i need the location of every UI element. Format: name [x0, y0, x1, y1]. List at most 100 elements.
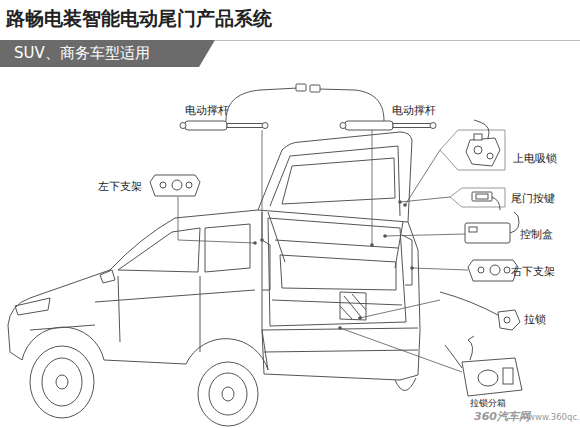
strut-part	[185, 121, 227, 130]
car-body	[118, 276, 120, 342]
leader-dot	[253, 200, 414, 330]
leader-dot	[370, 243, 374, 247]
strut-part	[318, 89, 384, 121]
car-body	[30, 325, 95, 330]
part-label: 控制盒	[520, 228, 553, 241]
car-body	[10, 212, 268, 370]
part-label: 电动撑杆	[185, 104, 229, 117]
car-body	[100, 270, 115, 283]
part-label: 尾门按键	[511, 192, 555, 205]
wheel	[222, 387, 234, 401]
part-label: 右下支架	[511, 265, 555, 278]
control-box-part	[469, 227, 477, 232]
part-label: 拉锁分箱	[470, 398, 506, 409]
car-rear	[268, 218, 406, 326]
pull-lock-part	[504, 317, 510, 323]
leader-line	[405, 150, 440, 205]
bracket-part	[186, 182, 192, 188]
car-rear	[262, 240, 270, 290]
leader-dot	[383, 234, 387, 238]
leader-line	[340, 328, 462, 372]
leader-dot	[253, 241, 257, 245]
bracket-part	[172, 180, 182, 190]
bracket-part	[490, 265, 500, 275]
car-body	[205, 224, 250, 272]
leader-dot	[403, 203, 407, 207]
leader-line	[178, 197, 255, 243]
car-rear	[340, 294, 366, 319]
watermark: 360汽车网	[474, 410, 530, 423]
wheel	[30, 346, 94, 418]
leader-line	[385, 234, 465, 236]
tailgate	[268, 212, 285, 262]
motor-box-part	[445, 336, 522, 396]
car-rear	[275, 240, 398, 248]
pull-lock-part	[498, 310, 520, 330]
strut-part	[262, 123, 268, 129]
wheel	[56, 375, 68, 389]
bracket-part	[468, 260, 518, 281]
pull-lock-part	[440, 292, 520, 330]
part-label: 电动撑杆	[392, 104, 436, 117]
callout-frame	[440, 130, 505, 170]
strut-part	[345, 121, 393, 130]
strut-part	[296, 84, 306, 91]
header-rule	[215, 40, 580, 41]
wheel	[209, 373, 247, 415]
car-body	[118, 228, 200, 272]
leader-dot	[358, 316, 362, 320]
motor-box-part	[445, 345, 462, 368]
bracket-part	[150, 175, 200, 196]
wheel	[30, 346, 258, 426]
car-rear	[402, 235, 412, 285]
leader-line	[360, 300, 440, 318]
callout-frame	[440, 130, 505, 207]
leader-line	[372, 130, 373, 245]
lock-part	[487, 153, 493, 159]
lock-part	[474, 146, 482, 154]
bracket-part	[150, 175, 518, 281]
control-box-part	[465, 212, 519, 243]
leader-dot	[398, 200, 402, 204]
strut-part	[180, 84, 436, 130]
part-label: 左下支架	[98, 180, 142, 193]
leader-line	[412, 268, 468, 270]
callout-frame	[450, 188, 505, 207]
car-body	[8, 210, 268, 370]
leader-line	[400, 197, 450, 202]
wheel	[198, 362, 258, 426]
button-part	[492, 197, 500, 210]
strut-part	[227, 124, 263, 128]
part-label: 拉锁	[524, 313, 546, 326]
car-rear	[258, 210, 420, 391]
tailgate	[258, 132, 412, 222]
banner-shape	[0, 40, 215, 67]
button-part	[476, 194, 488, 199]
strut-part	[393, 124, 431, 128]
banner-text: SUV、商务车型适用	[14, 44, 215, 63]
header-rule	[215, 40, 580, 41]
car-rear	[340, 292, 366, 320]
car-rear	[264, 350, 418, 352]
leader-line	[178, 130, 468, 372]
strut-part	[226, 88, 298, 121]
part-label: 上电吸锁	[513, 152, 557, 165]
banner-band: SUV、商务车型适用	[0, 40, 215, 67]
car-rear	[272, 300, 402, 305]
car-body	[200, 276, 201, 352]
tailgate	[258, 132, 412, 268]
motor-box-part	[468, 336, 474, 360]
strut-part	[180, 123, 186, 129]
diagram-title: 路畅电装智能电动尾门产品系统	[6, 6, 272, 32]
wheel	[42, 358, 82, 406]
car-body	[95, 290, 255, 302]
lock-part	[466, 120, 500, 166]
car-body	[15, 298, 50, 315]
bracket-part	[504, 267, 510, 273]
motor-box-part	[462, 358, 522, 396]
tailgate	[270, 146, 400, 216]
car-rear	[280, 255, 396, 290]
bracket-part	[468, 260, 518, 281]
pull-lock-part	[440, 292, 500, 316]
